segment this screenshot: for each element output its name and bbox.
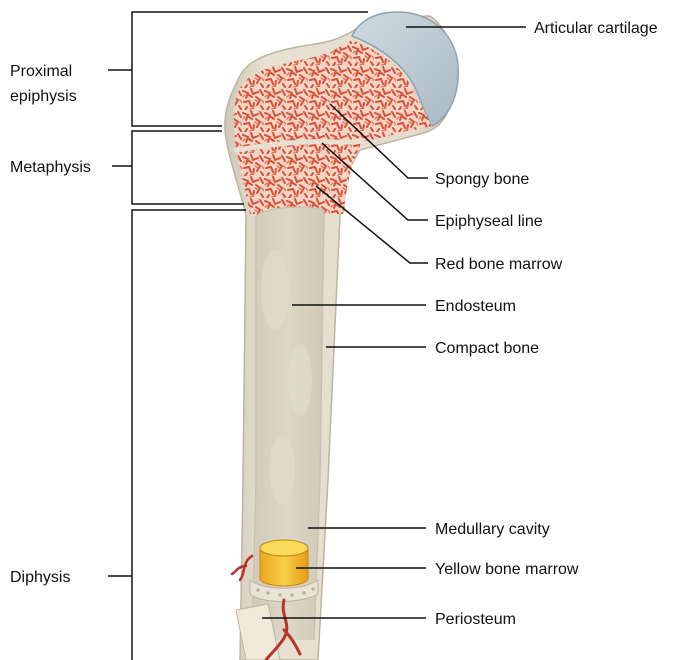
label-red-bone-marrow: Red bone marrow [435,256,563,273]
label-compact-bone: Compact bone [435,340,539,357]
label-endosteum: Endosteum [435,298,516,315]
metaphysis-bracket [112,131,244,204]
region-label-proximal-line1: Proximal [10,63,72,80]
diaphysis-bracket [108,210,246,660]
region-label-metaphysis: Metaphysis [10,159,91,176]
label-spongy-bone: Spongy bone [435,171,529,188]
region-label-diaphysis: Diphysis [10,569,70,586]
region-label-proximal-line2: epiphysis [10,88,77,105]
yellow-marrow-cylinder [260,540,308,586]
label-epiphyseal-line: Epiphyseal line [435,213,543,230]
label-yellow-bone-marrow: Yellow bone marrow [435,561,579,578]
label-medullary-cavity: Medullary cavity [435,521,550,538]
label-articular-cartilage: Articular cartilage [534,20,658,37]
femur-illustration [225,12,458,660]
label-periosteum: Periosteum [435,611,516,628]
